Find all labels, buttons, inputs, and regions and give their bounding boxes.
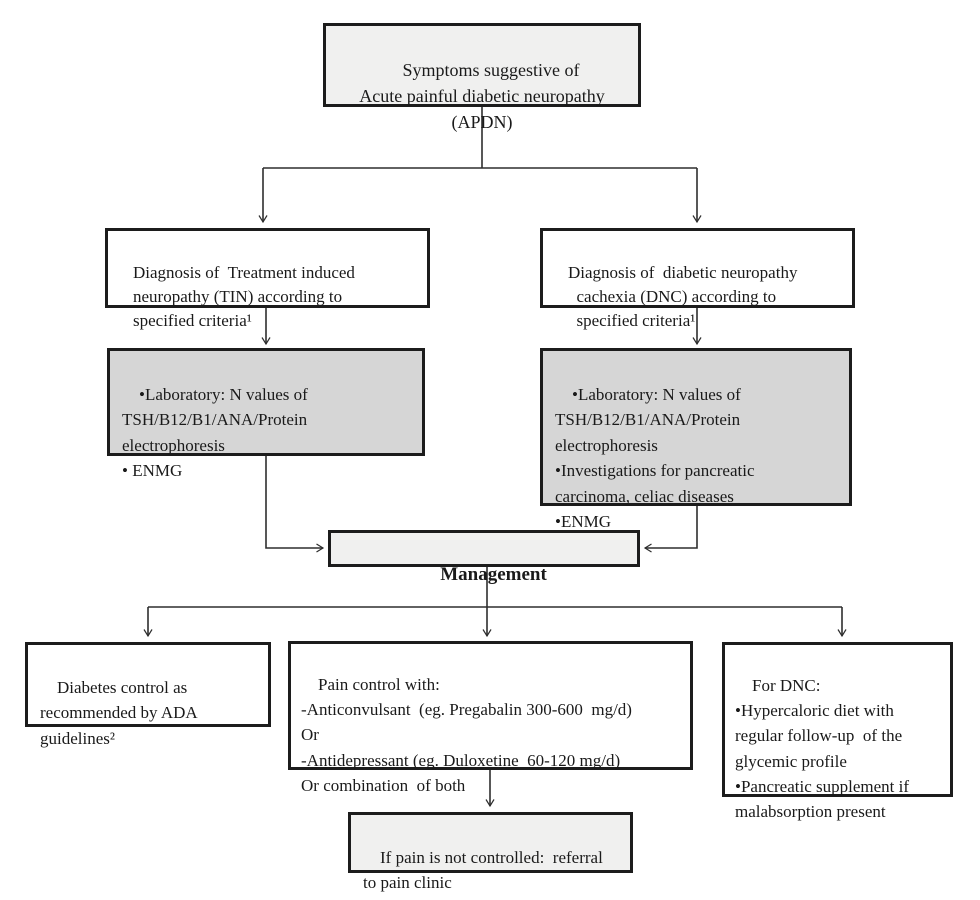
node-diabetes-control-text: Diabetes control as recommended by ADA g… [40,677,198,748]
arrow-labtin-to-management [265,456,323,548]
node-pain-control-text: Pain control with: -Anticonvulsant (eg. … [301,675,632,795]
node-management: Management [328,530,640,585]
node-referral: If pain is not controlled: referral to p… [348,812,633,892]
node-symptoms-apdn: Symptoms suggestive of Acute painful dia… [323,23,641,132]
node-lab-dnc: •Laboratory: N values of TSH/B12/B1/ANA/… [540,348,852,531]
node-referral-text: If pain is not controlled: referral to p… [363,847,603,893]
node-dnc-management-text: For DNC: •Hypercaloric diet with regular… [735,676,910,821]
node-diagnosis-dnc: Diagnosis of diabetic neuropathy cachexi… [540,228,855,330]
node-dnc-management: For DNC: •Hypercaloric diet with regular… [722,642,953,821]
node-lab-tin-text: •Laboratory: N values of TSH/B12/B1/ANA/… [122,384,308,481]
node-lab-tin: •Laboratory: N values of TSH/B12/B1/ANA/… [107,348,425,480]
node-diagnosis-tin: Diagnosis of Treatment induced neuropath… [105,228,430,330]
node-pain-control: Pain control with: -Anticonvulsant (eg. … [288,641,693,795]
node-diabetes-control: Diabetes control as recommended by ADA g… [25,642,271,748]
node-diagnosis-dnc-text: Diagnosis of diabetic neuropathy cachexi… [568,263,798,331]
arrow-labdnc-to-management [645,506,698,548]
node-lab-dnc-text: •Laboratory: N values of TSH/B12/B1/ANA/… [555,384,755,532]
node-management-text: Management [440,563,547,585]
node-symptoms-apdn-text: Symptoms suggestive of Acute painful dia… [359,60,605,133]
node-diagnosis-tin-text: Diagnosis of Treatment induced neuropath… [133,263,355,331]
